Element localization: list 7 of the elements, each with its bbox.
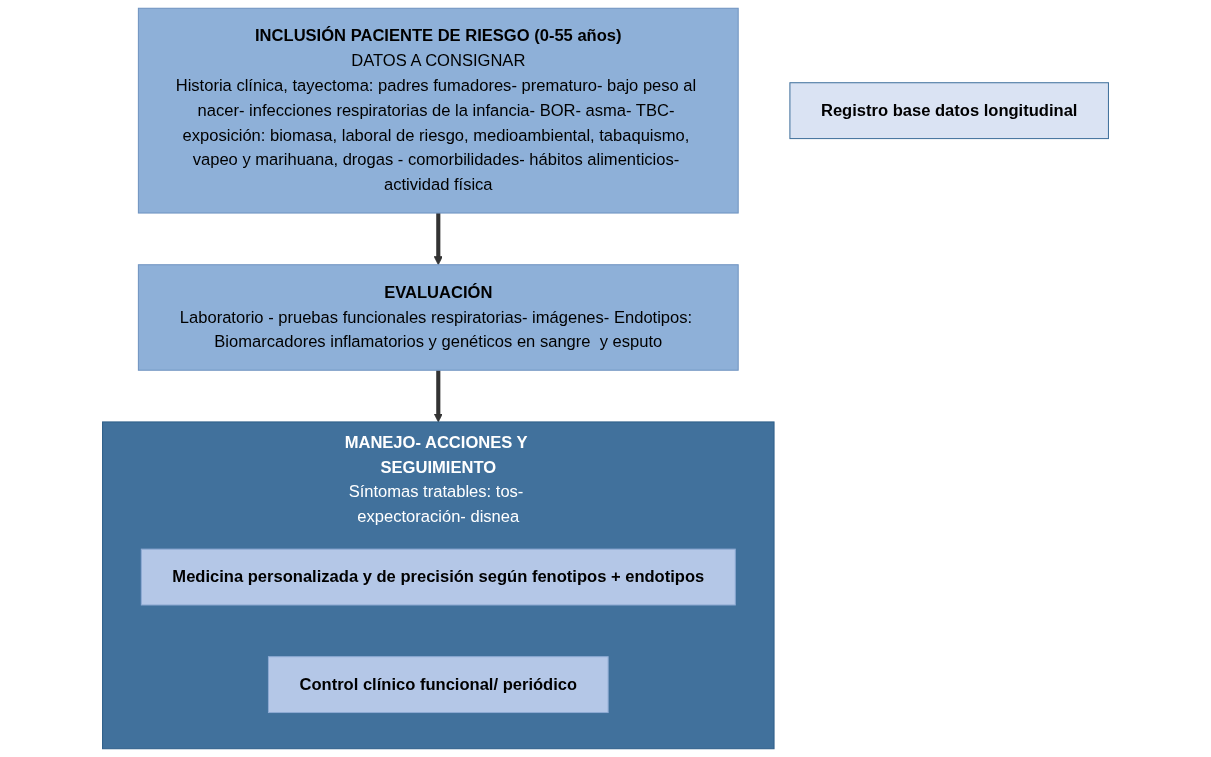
- node-box: Medicina personalizada y de precisión según fenotipos + endotipos: [140, 548, 736, 606]
- node-box: Registro base datos longitudinal: [789, 82, 1109, 140]
- node-box: Control clínico funcional/ periódico: [267, 656, 609, 714]
- arrow: [433, 370, 443, 423]
- node-box: EVALUACIÓN Laboratorio - pruebas funcionales respiratorias- imágenes- Endotipos: Biomarcadores inflamatorios y genéticos en sangre y esputo: [137, 264, 739, 371]
- arrow: [433, 213, 443, 266]
- node-box: INCLUSIÓN PACIENTE DE RIESGO (0-55 años) DATOS A CONSIGNAR Historia clínica, tayectoma: padres fumadores- prematuro- bajo peso al nacer- infecciones respiratorias de la infancia- BOR- asma- TBC- exposición: biomasa, laboral de riesgo, medioambiental, tabaquismo, vapeo y marihuana, drogas - comorbilidades- hábitos alimenticios- actividad física: [137, 7, 739, 214]
